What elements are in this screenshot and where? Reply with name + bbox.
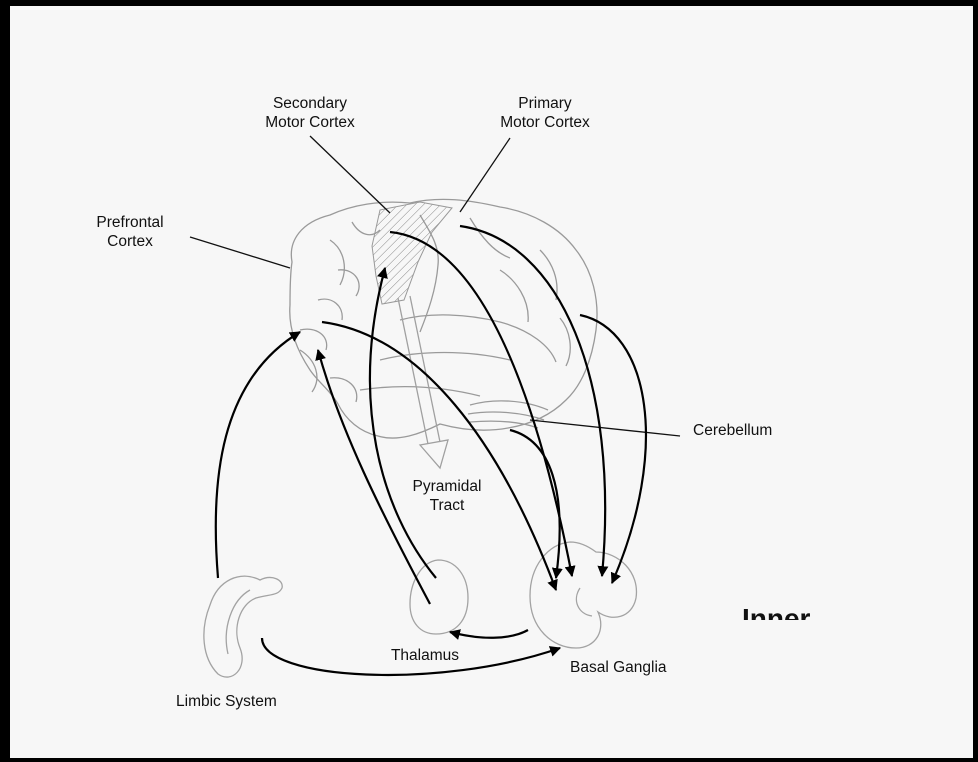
label-secondary-motor-cortex: Secondary Motor Cortex: [265, 94, 355, 132]
label-primary-motor-cortex: Primary Motor Cortex: [500, 94, 590, 132]
pyramidal-tract-arrow: [398, 296, 448, 468]
arrow-primary-to-basal: [460, 226, 605, 576]
thalamus-shape: [410, 560, 468, 634]
arrow-secondary-to-basal: [390, 232, 572, 576]
connection-arrows: [216, 226, 646, 675]
arrow-cortex-to-basal: [580, 315, 646, 583]
label-prefrontal-cortex-line2: Cortex: [96, 232, 163, 248]
label-primary-motor-cortex-line1: Primary: [500, 94, 590, 113]
arrow-cerebellum-to-basal: [510, 430, 560, 578]
label-secondary-motor-cortex-line2: Motor Cortex: [265, 113, 355, 132]
label-inner: Inner: [742, 602, 810, 620]
label-prefrontal-cortex: Prefrontal Cortex: [96, 213, 163, 248]
arrow-basal-to-thalamus: [450, 630, 528, 638]
label-thalamus: Thalamus: [391, 646, 459, 661]
label-basal-ganglia: Basal Ganglia: [570, 658, 667, 677]
label-primary-motor-cortex-line2: Motor Cortex: [500, 113, 590, 132]
label-pyramidal-tract-line2: Tract: [413, 496, 482, 511]
label-pyramidal-tract-line1: Pyramidal: [413, 477, 482, 496]
label-prefrontal-cortex-line1: Prefrontal: [96, 213, 163, 232]
label-secondary-motor-cortex-line1: Secondary: [265, 94, 355, 113]
limbic-system-shape: [204, 576, 282, 677]
label-cerebellum: Cerebellum: [693, 421, 772, 440]
arrow-limbic-to-prefrontal: [216, 332, 300, 578]
label-limbic-system: Limbic System: [176, 692, 277, 711]
basal-ganglia-shape: [530, 542, 636, 648]
label-pyramidal-tract: Pyramidal Tract: [413, 477, 482, 511]
